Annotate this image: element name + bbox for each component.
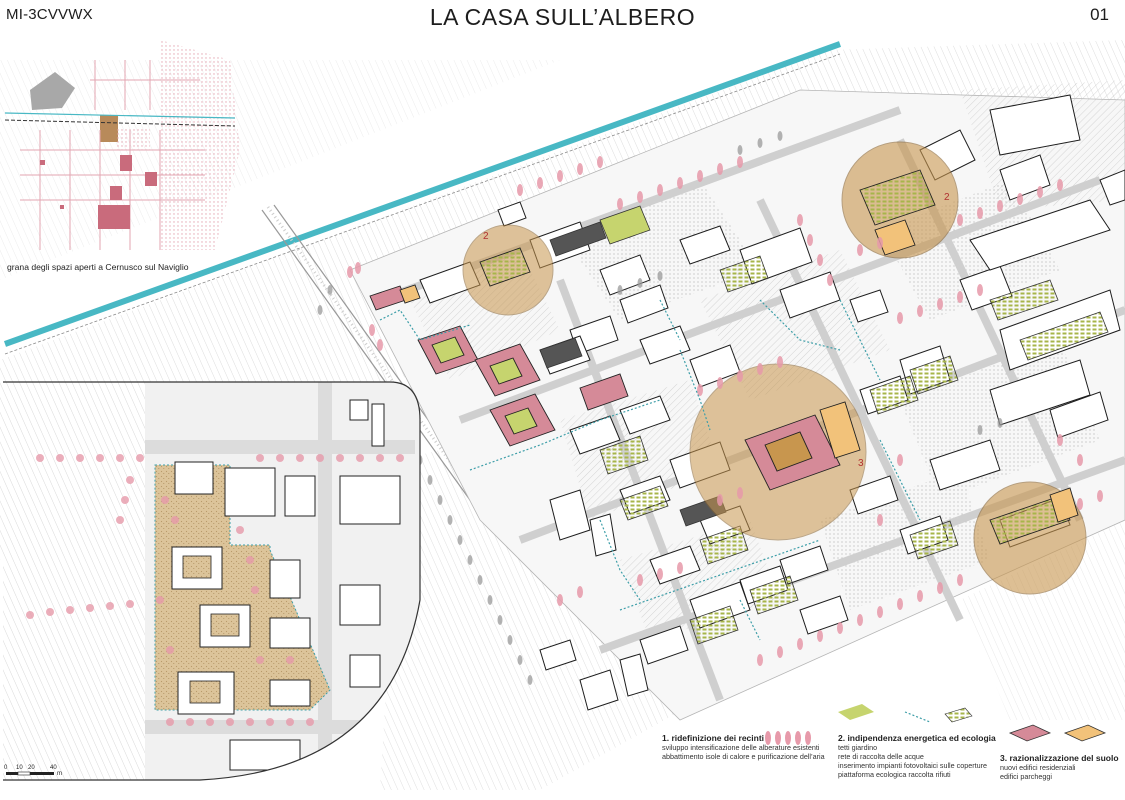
inset-plan	[3, 382, 420, 780]
locator-map	[4, 40, 240, 250]
legend-item-suolo: 3. razionalizzazione del suolo nuovi edi…	[1000, 753, 1119, 781]
circle-buildings	[479, 169, 1079, 545]
page-number: 01	[1090, 5, 1109, 24]
project-code: MI-3CVVWX	[6, 6, 93, 23]
legend-title: 1. ridefinizione dei recinti	[662, 733, 765, 743]
scale-label: 20	[28, 765, 35, 771]
legend-line: nuovi edifici residenziali	[1000, 763, 1076, 772]
locator-map-caption: grana degli spazi aperti a Cernusco sul …	[7, 262, 189, 272]
zone-label: 3	[858, 458, 864, 469]
scale-label: 40	[50, 765, 57, 771]
new-residential-buildings	[369, 284, 629, 447]
scale-label: 10	[16, 765, 23, 771]
zone-label: 2	[483, 231, 489, 242]
canal	[3, 41, 842, 355]
legend-line: edifici parcheggi	[1000, 772, 1052, 781]
pink-trees	[347, 156, 1103, 666]
scale-label: 0	[4, 765, 8, 771]
zone-label: 2	[944, 192, 950, 203]
legend-title: 3. razionalizzazione del suolo	[1000, 753, 1119, 763]
legend-item-recinti: 1. ridefinizione dei recinti sviluppo in…	[662, 733, 825, 761]
green-roofs	[539, 205, 1109, 645]
legend-line: inserimento impianti fotovoltaici sulle …	[838, 761, 988, 770]
water-network	[379, 299, 921, 641]
page-title: LA CASA SULL’ALBERO	[429, 4, 696, 30]
legend-item-energia: 2. indipendenza energetica ed ecologia t…	[838, 733, 996, 779]
scale-bar	[6, 771, 54, 776]
legend-line: tetti giardino	[838, 743, 878, 752]
legend-swatches	[765, 704, 1107, 745]
inset-border	[3, 381, 421, 781]
legend-line: sviluppo intensificazione delle alberatu…	[662, 743, 820, 752]
scale-unit: m	[57, 771, 62, 777]
legend-line: piattaforma ecologica raccolta rifiuti	[838, 770, 951, 779]
legend-line: abbattimento isole di calore e purificaz…	[662, 752, 825, 761]
intervention-circles	[462, 141, 1087, 595]
legend-title: 2. indipendenza energetica ed ecologia	[838, 733, 996, 743]
legend-line: rete di raccolta delle acque	[838, 752, 924, 761]
